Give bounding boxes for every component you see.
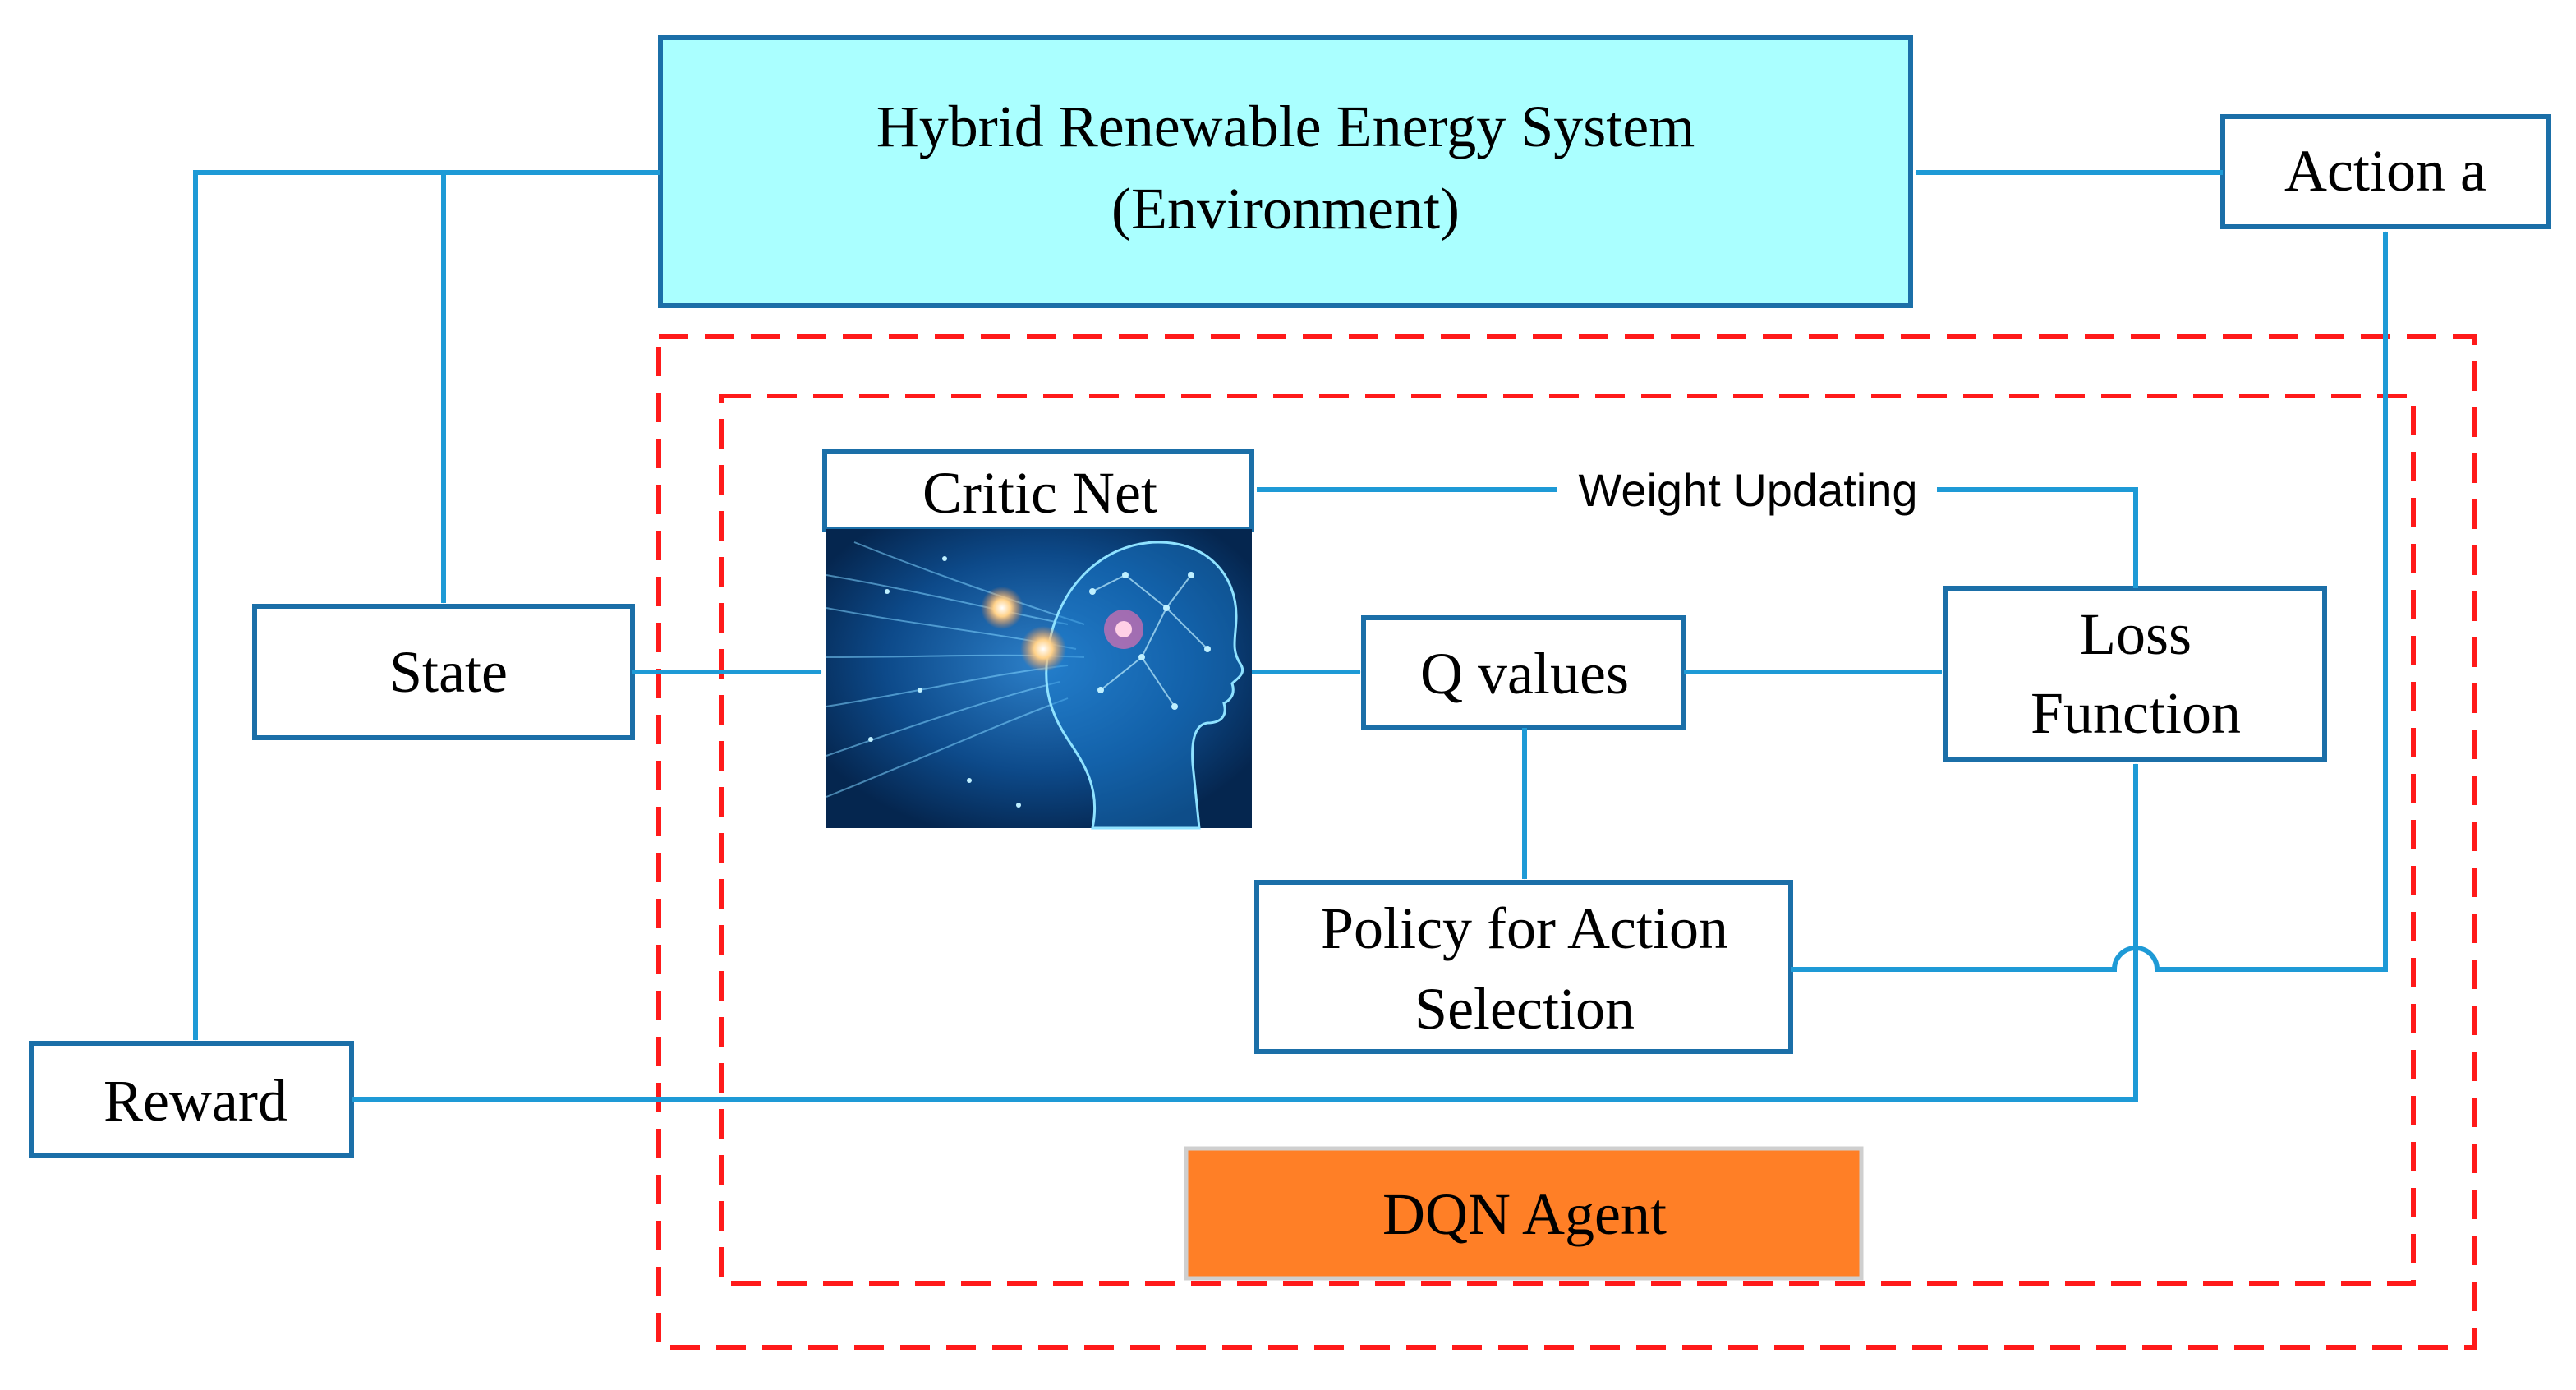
ai-head-image xyxy=(826,529,1252,830)
environment-box: Hybrid Renewable Energy System (Environm… xyxy=(658,35,1913,308)
env-to-state-reward-line xyxy=(193,170,660,1040)
loss-function-line2: Function xyxy=(2031,680,2241,746)
reward-to-loss-line xyxy=(352,763,2138,1102)
inner-agent-boundary xyxy=(719,394,2416,1286)
q-values-label: Q values xyxy=(1420,641,1629,707)
critic-net-label: Critic Net xyxy=(922,460,1157,526)
environment-title-line2: (Environment) xyxy=(1111,176,1460,242)
environment-title-line1: Hybrid Renewable Energy System xyxy=(876,94,1695,159)
state-box: State xyxy=(252,604,635,740)
loss-function-line1: Loss xyxy=(2080,601,2192,667)
weight-updating-line xyxy=(1256,487,2138,588)
weight-updating-label: Weight Updating xyxy=(1579,464,1918,516)
reward-label: Reward xyxy=(104,1068,288,1134)
outer-agent-boundary xyxy=(656,334,2477,1350)
action-label: Action a xyxy=(2284,138,2486,204)
state-label: State xyxy=(389,639,508,705)
policy-line1: Policy for Action xyxy=(1321,895,1728,961)
dqn-agent-label-box: DQN Agent xyxy=(1184,1146,1864,1281)
policy-line2: Selection xyxy=(1414,976,1635,1042)
policy-box: Policy for Action Selection xyxy=(1254,880,1793,1054)
action-box: Action a xyxy=(2220,114,2551,229)
loss-function-box: Loss Function xyxy=(1943,586,2327,762)
weight-updating-label-bg xyxy=(1557,462,1937,519)
q-values-box: Q values xyxy=(1361,615,1686,730)
dqn-agent-label: DQN Agent xyxy=(1382,1181,1667,1247)
reward-box: Reward xyxy=(29,1041,354,1158)
critic-net-box: Critic Net xyxy=(822,449,1254,532)
